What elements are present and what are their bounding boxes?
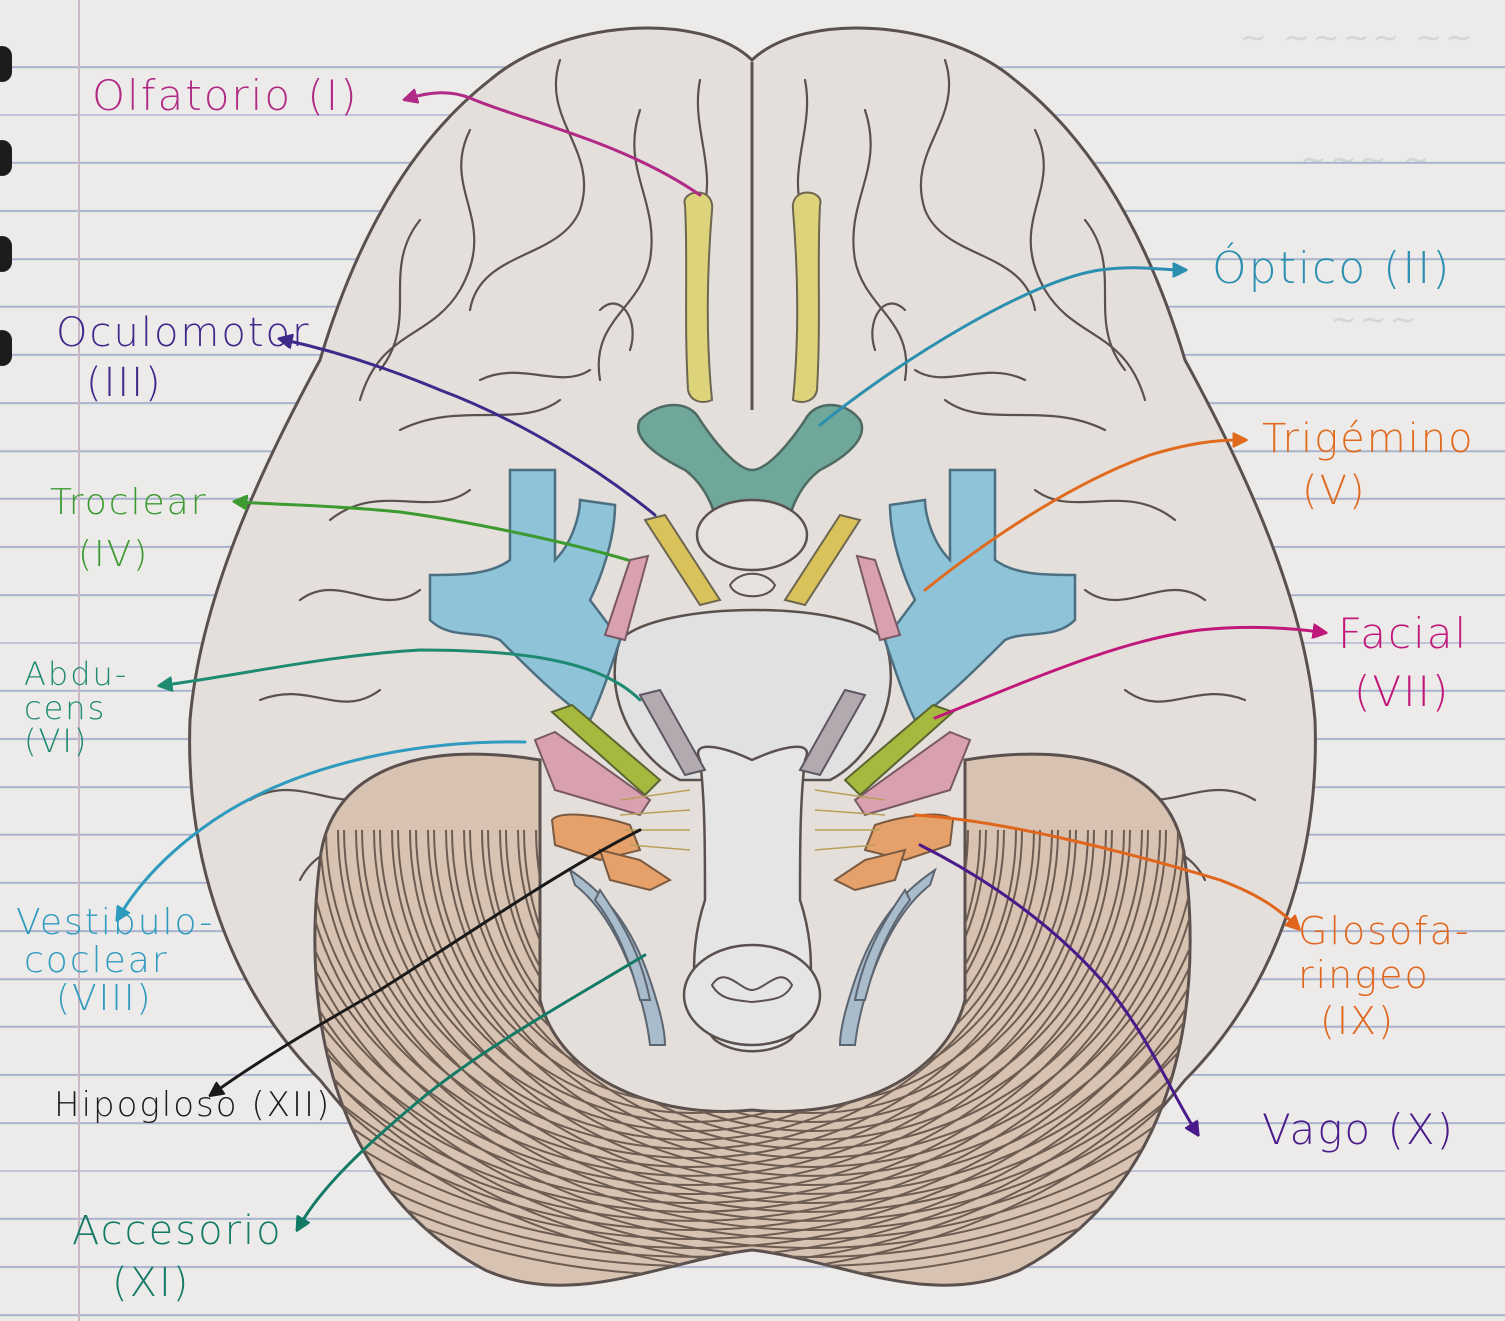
label-abducens-number: (VI) [24,725,128,759]
label-facial-name: Facial [1338,612,1468,656]
label-vestibulococlear-name-line2: coclear [24,942,214,980]
spinal-cord-section [684,945,820,1045]
label-olfatorio-number: (I) [307,71,358,120]
label-accesorio-name: Accesorio [72,1210,283,1252]
label-troclear: Troclear (IV) [50,484,208,574]
label-glosofaringeo: Glosofa- ringeo (IX) [1298,912,1471,1042]
label-glosofaringeo-name-line2: ringeo [1298,956,1471,996]
label-vago: Vago (X) [1262,1108,1455,1152]
label-trigemino: Trigémino (V) [1262,418,1475,512]
label-olfatorio: Olfatorio (I) [92,74,359,118]
label-vago-name: Vago [1262,1105,1372,1154]
label-vestibulococlear: Vestibulo- coclear (VIII) [16,904,214,1017]
label-optico: Óptico (II) [1212,246,1451,292]
label-hipogloso-name: Hipogloso [54,1085,239,1125]
label-vago-number: (X) [1387,1105,1455,1154]
label-abducens: Abdu- cens (VI) [24,658,128,759]
label-trigemino-number: (V) [1302,470,1475,512]
label-glosofaringeo-name-line1: Glosofa- [1298,912,1471,952]
label-olfatorio-name: Olfatorio [92,71,292,120]
label-optico-number: (II) [1383,243,1451,294]
label-oculomotor: Oculomotor (III) [56,312,310,404]
label-trigemino-name: Trigémino [1262,418,1475,460]
mammillary-bodies [730,574,775,597]
label-troclear-number: (IV) [78,536,208,574]
label-accesorio-number: (XI) [112,1262,283,1304]
label-abducens-name-line2: cens [24,692,128,726]
label-glosofaringeo-number: (IX) [1320,1002,1471,1042]
label-vestibulococlear-number: (VIII) [56,980,214,1018]
label-oculomotor-name: Oculomotor [56,312,310,354]
label-vestibulococlear-name-line1: Vestibulo- [16,904,214,942]
label-troclear-name: Troclear [50,484,208,522]
label-abducens-name-line1: Abdu- [24,658,128,692]
pituitary-stalk [697,500,807,570]
olfactory-bulb-right [793,193,821,402]
label-accesorio: Accesorio (XI) [72,1210,283,1304]
label-facial-number: (VII) [1354,670,1468,714]
label-hipogloso: Hipogloso (XII) [54,1088,331,1124]
label-oculomotor-number: (III) [86,362,310,404]
olfactory-bulb-left [685,193,713,402]
label-optico-name: Óptico [1212,243,1367,294]
label-hipogloso-number: (XII) [251,1085,331,1125]
label-facial: Facial (VII) [1338,612,1468,714]
